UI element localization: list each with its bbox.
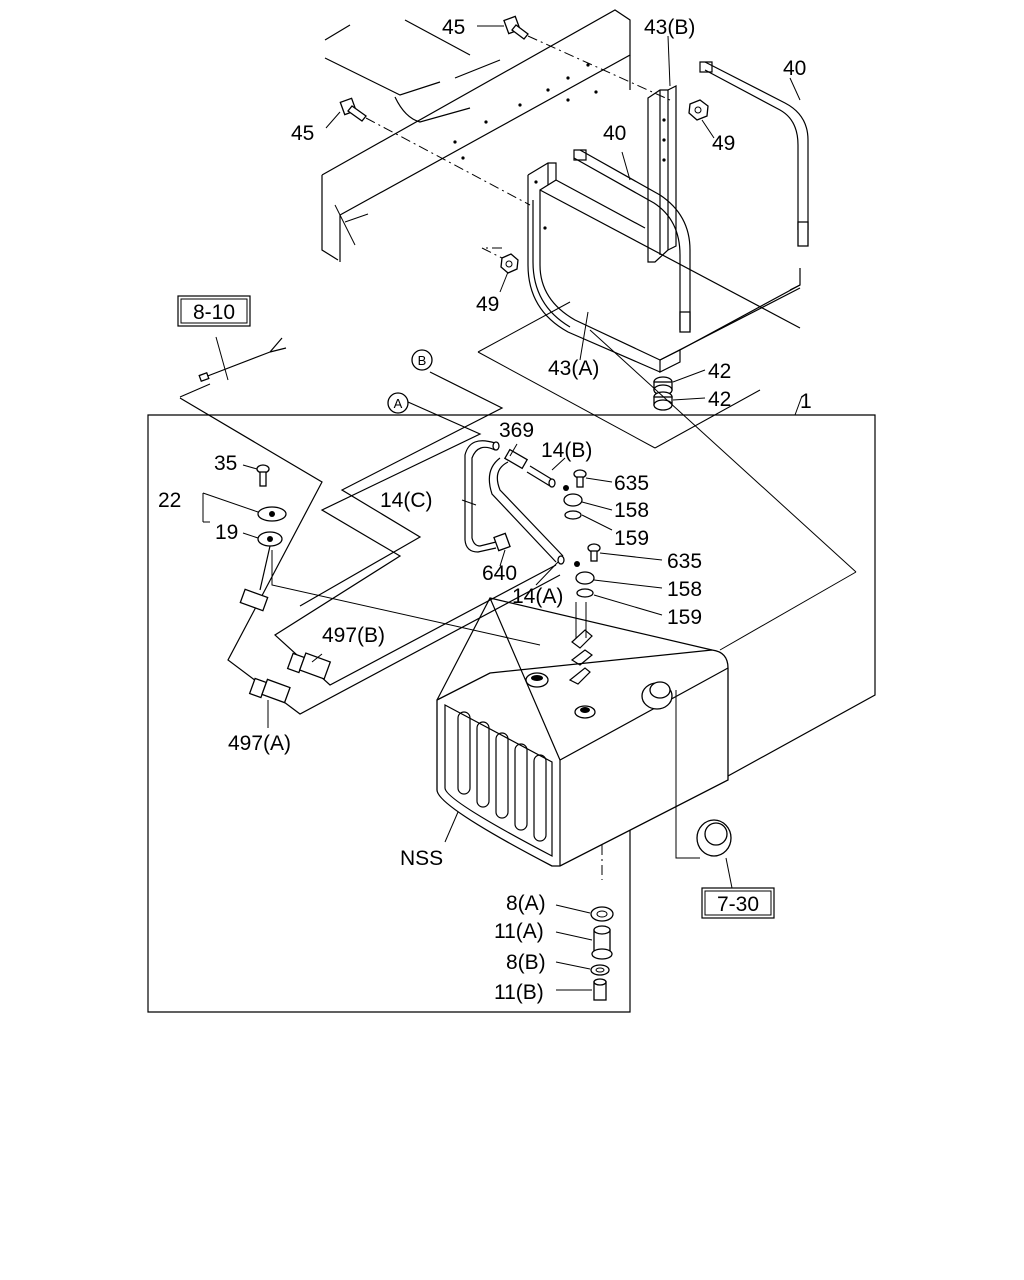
svg-text:B: B (418, 353, 427, 368)
label-159-bottom: 159 (667, 606, 702, 629)
circle-ref-b: B (411, 349, 433, 371)
nut-49-bottom (500, 253, 519, 274)
clip-159-top (564, 510, 582, 520)
clamp-158-top (563, 485, 583, 507)
label-49-bottom: 49 (476, 293, 499, 316)
circle-ref-a: A (387, 392, 409, 414)
plug-11a (591, 925, 613, 960)
ref-8-10-text: 8-10 (193, 301, 235, 324)
fitting-497a (248, 677, 291, 704)
bolt-45-left (339, 97, 367, 122)
ref-box-7-30: 7-30 (701, 887, 775, 919)
label-1: 1 (800, 390, 812, 413)
clip-159-bottom (576, 588, 594, 598)
label-497a: 497(A) (228, 732, 291, 755)
ref-7-30-text: 7-30 (717, 893, 759, 916)
label-14a: 14(A) (512, 585, 563, 608)
label-45-top: 45 (442, 16, 465, 39)
bolt-45-top (503, 15, 529, 40)
label-42-top: 42 (708, 360, 731, 383)
svg-text:A: A (394, 396, 403, 411)
label-8a: 8(A) (506, 892, 546, 915)
label-11b: 11(B) (494, 981, 544, 1004)
leader-lines (215, 25, 803, 416)
tank-ribs (457, 711, 547, 842)
label-22: 22 (158, 489, 181, 512)
screw-635-bottom (587, 543, 601, 562)
label-40-right: 40 (783, 57, 806, 80)
strap-40-middle (573, 149, 691, 333)
label-158-top: 158 (614, 499, 649, 522)
label-8b: 8(B) (506, 951, 546, 974)
strap-40-right (699, 61, 809, 247)
label-40-middle: 40 (603, 122, 626, 145)
filler-cap (675, 690, 732, 859)
label-49-top: 49 (712, 132, 735, 155)
label-640: 640 (482, 562, 517, 585)
clamp-158-bottom (574, 561, 595, 585)
bracket-43b (647, 85, 677, 263)
frame-rail (321, 9, 631, 262)
label-159-top: 159 (614, 527, 649, 550)
callout-labels: 45 43(B) 40 45 49 40 49 43(A) 42 42 1 36… (158, 16, 812, 1004)
washer-8b (590, 964, 610, 976)
bracket-43a (527, 162, 801, 373)
label-19: 19 (215, 521, 238, 544)
label-nss: NSS (400, 847, 443, 870)
plug-11b (593, 978, 607, 1001)
washer-8a (590, 906, 614, 922)
sender-19 (239, 531, 283, 612)
label-43a: 43(A) (548, 357, 599, 380)
plate-22 (257, 506, 287, 522)
screw-635-top (573, 469, 587, 488)
label-42-bottom: 42 (708, 388, 731, 411)
nut-42-bottom (653, 391, 673, 411)
label-497b: 497(B) (322, 624, 385, 647)
screw-35 (256, 464, 270, 487)
connector-369 (503, 448, 529, 470)
label-14b: 14(B) (541, 439, 592, 462)
label-11a: 11(A) (494, 920, 544, 943)
label-158-bottom: 158 (667, 578, 702, 601)
label-369: 369 (499, 419, 534, 442)
label-14c: 14(C) (380, 489, 433, 512)
hose-14b (526, 465, 556, 488)
label-35: 35 (214, 452, 237, 475)
harness-8-10 (179, 337, 287, 398)
routing-lines (179, 371, 561, 715)
hose-14c (464, 440, 500, 553)
fitting-640 (493, 532, 511, 552)
fitting-497b (286, 652, 332, 680)
ref-box-8-10: 8-10 (177, 295, 251, 327)
label-43b: 43(B) (644, 16, 695, 39)
nut-49-top (688, 99, 709, 121)
label-45-left: 45 (291, 122, 314, 145)
label-635-top: 635 (614, 472, 649, 495)
hose-14a (488, 457, 565, 565)
fuel-tank (436, 597, 729, 867)
label-635-bottom: 635 (667, 550, 702, 573)
